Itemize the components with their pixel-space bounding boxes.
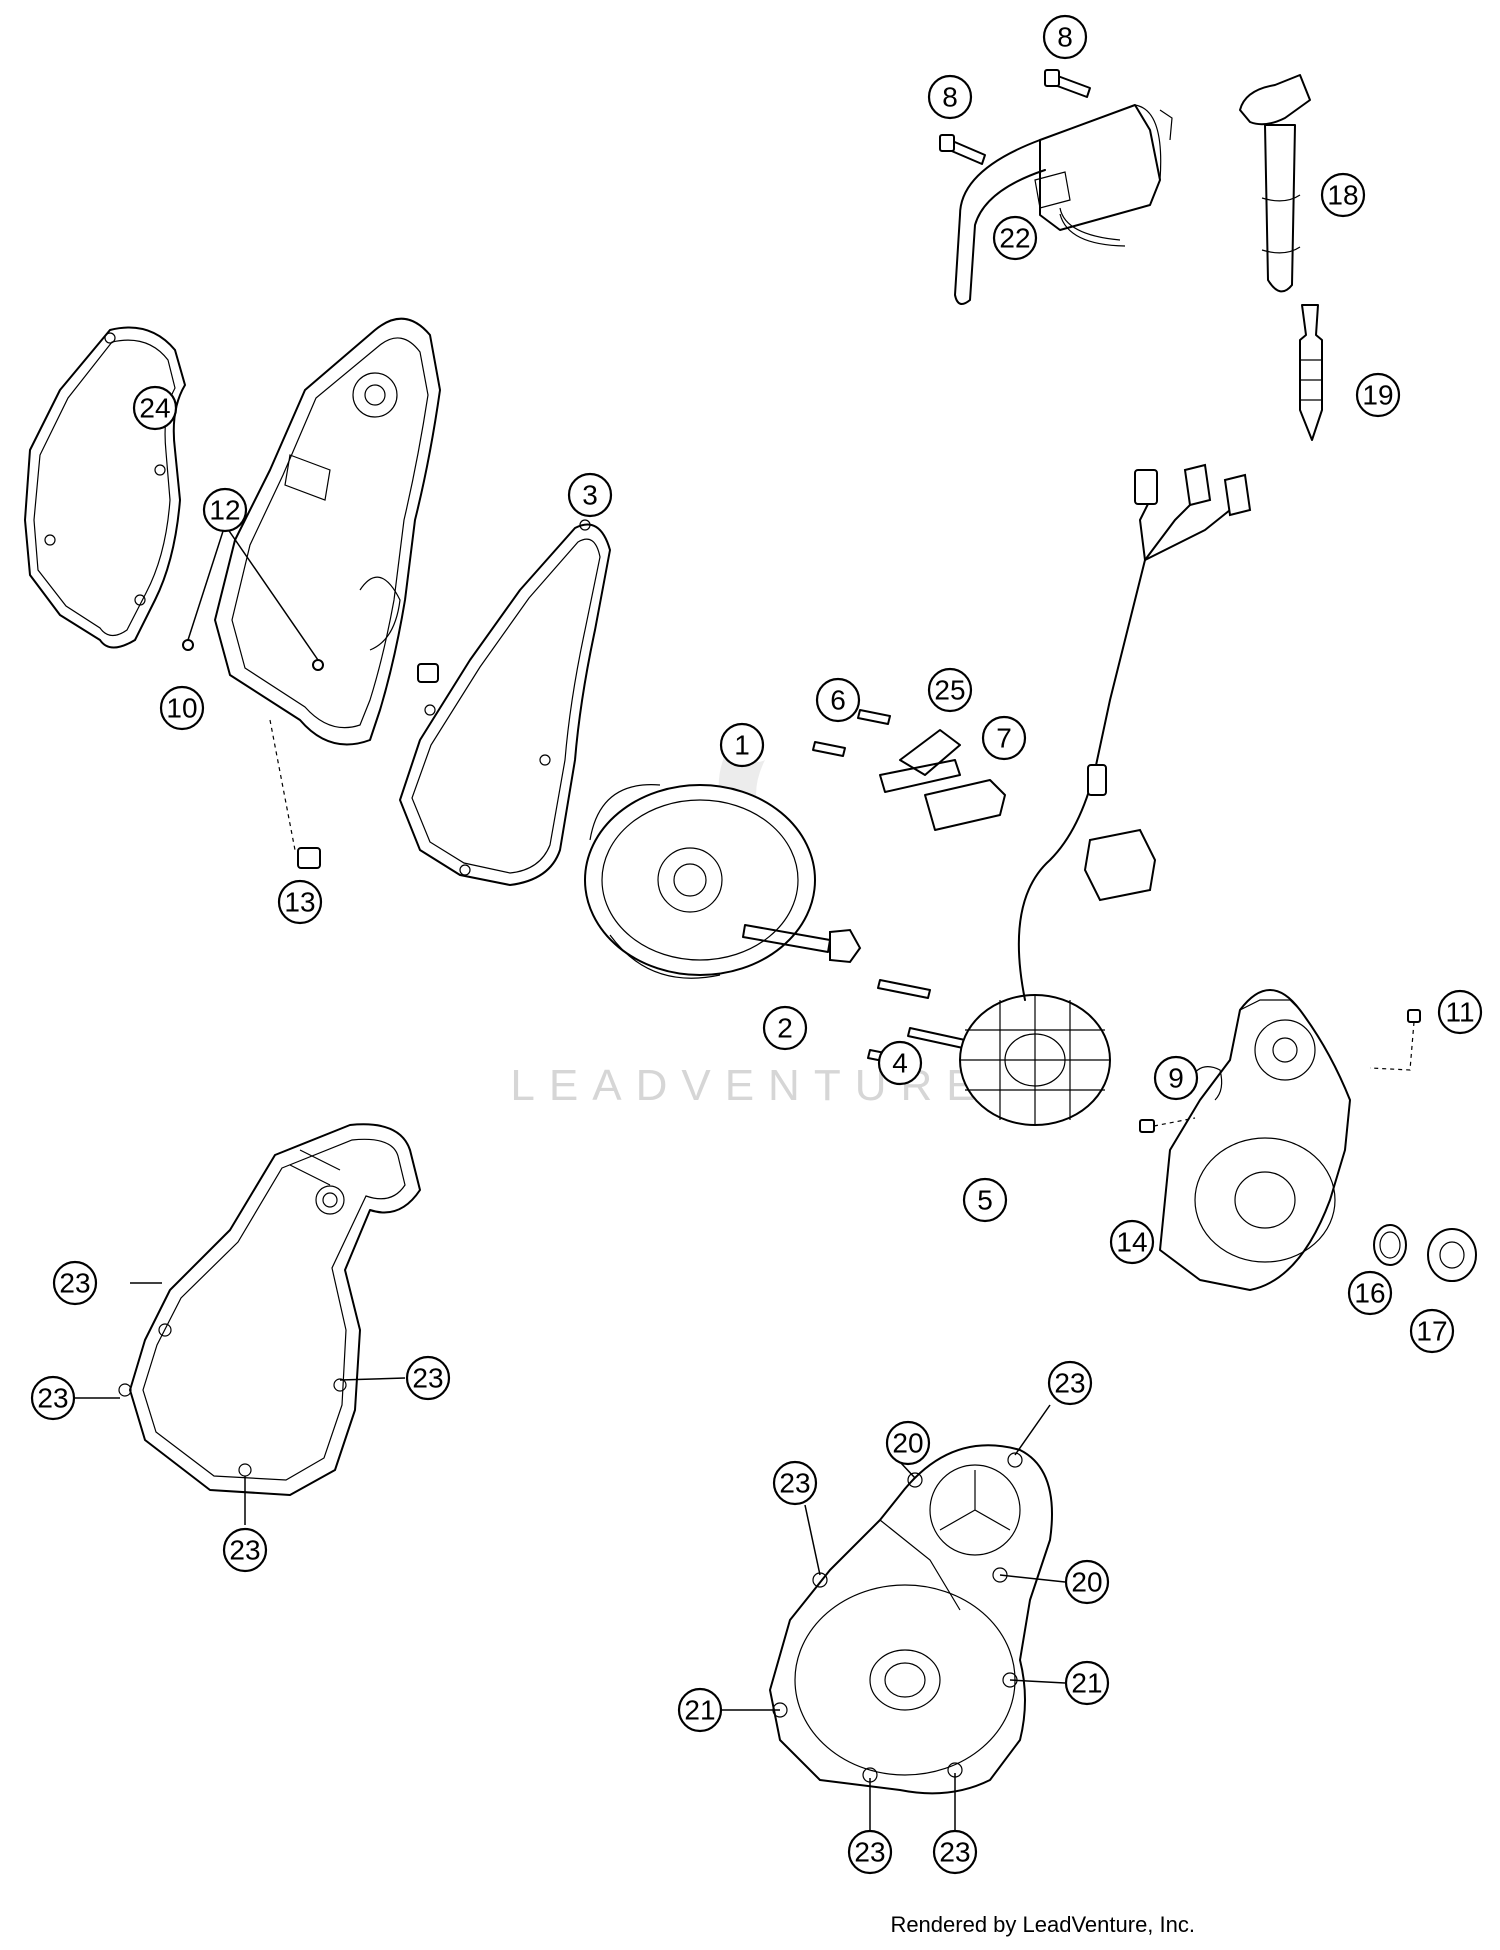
svg-text:24: 24 [139, 393, 170, 424]
callout-23-e: 23 [1047, 1360, 1093, 1406]
flywheel-bolt [742, 924, 862, 964]
gasket-24 [24, 326, 186, 649]
svg-text:25: 25 [934, 675, 965, 706]
svg-text:2: 2 [777, 1013, 793, 1044]
callout-13: 13 [277, 879, 323, 925]
svg-text:12: 12 [209, 495, 240, 526]
gasket-lower-left [118, 1123, 421, 1496]
callout-17: 17 [1409, 1308, 1455, 1354]
svg-text:6: 6 [830, 685, 846, 716]
callout-24: 24 [132, 385, 178, 431]
svg-text:4: 4 [892, 1048, 908, 1079]
credit-text: Rendered by LeadVenture, Inc. [890, 1912, 1195, 1937]
bolts-6 [812, 709, 891, 757]
callout-9: 9 [1153, 1055, 1199, 1101]
svg-text:16: 16 [1354, 1278, 1385, 1309]
coil-bolt-upper [1044, 69, 1091, 98]
gasket-3 [399, 519, 611, 886]
callout-10: 10 [159, 685, 205, 731]
svg-text:8: 8 [942, 82, 958, 113]
ignition-cover-outer [769, 1444, 1053, 1795]
callout-23-d: 23 [222, 1527, 268, 1573]
callout-7: 7 [981, 715, 1027, 761]
coil-bolt-lower [939, 134, 986, 165]
svg-text:19: 19 [1362, 380, 1393, 411]
svg-text:9: 9 [1168, 1063, 1184, 1094]
svg-text:5: 5 [977, 1185, 993, 1216]
callout-8-lower: 8 [927, 74, 973, 120]
screw-plug-17 [1427, 1228, 1477, 1282]
spark-plug [1299, 304, 1323, 441]
dowel-pin-13 [269, 719, 321, 869]
svg-text:21: 21 [1071, 1668, 1102, 1699]
spark-plug-connector [1239, 74, 1311, 293]
callout-1: 1 [719, 722, 765, 768]
svg-text:23: 23 [412, 1363, 443, 1394]
stator-harness [1017, 463, 1252, 1001]
svg-text:23: 23 [37, 1383, 68, 1414]
cable-clamp-7 [924, 779, 1006, 831]
svg-text:18: 18 [1327, 180, 1358, 211]
svg-text:22: 22 [999, 223, 1030, 254]
svg-text:8: 8 [1057, 22, 1073, 53]
callout-21-left: 21 [677, 1687, 723, 1733]
callout-12: 12 [202, 487, 248, 533]
callout-23-h: 23 [932, 1829, 978, 1875]
callout-25: 25 [927, 667, 973, 713]
callout-23-b: 23 [30, 1375, 76, 1421]
screw-11 [1369, 1009, 1421, 1071]
ignition-cover-inner [214, 317, 441, 746]
svg-text:23: 23 [1054, 1368, 1085, 1399]
ignition-coil [954, 104, 1173, 305]
svg-text:21: 21 [684, 1695, 715, 1726]
svg-text:20: 20 [892, 1428, 923, 1459]
svg-text:23: 23 [229, 1535, 260, 1566]
callout-21-right: 21 [1064, 1660, 1110, 1706]
leader-lines [75, 524, 1066, 1830]
callout-2: 2 [762, 1005, 808, 1051]
callout-6: 6 [815, 677, 861, 723]
callout-5: 5 [962, 1177, 1008, 1223]
svg-text:17: 17 [1416, 1316, 1447, 1347]
svg-text:14: 14 [1116, 1227, 1147, 1258]
svg-text:23: 23 [779, 1468, 810, 1499]
svg-text:23: 23 [939, 1837, 970, 1868]
callout-3: 3 [567, 472, 613, 518]
callout-20-upper: 20 [885, 1420, 931, 1466]
svg-text:1: 1 [734, 730, 750, 761]
bracket-25 [879, 729, 961, 793]
svg-text:11: 11 [1445, 997, 1474, 1028]
callout-8-upper: 8 [1042, 14, 1088, 60]
svg-text:20: 20 [1071, 1567, 1102, 1598]
flywheel [584, 784, 816, 979]
callout-11: 11 [1437, 989, 1483, 1035]
callout-20-lower: 20 [1064, 1559, 1110, 1605]
callout-22: 22 [992, 215, 1038, 261]
screw-9 [1139, 1117, 1196, 1133]
svg-text:10: 10 [166, 693, 197, 724]
callout-23-c: 23 [405, 1355, 451, 1401]
callout-18: 18 [1320, 172, 1366, 218]
stator [959, 994, 1111, 1126]
svg-text:23: 23 [59, 1268, 90, 1299]
callout-4: 4 [877, 1040, 923, 1086]
o-ring-16 [1373, 1224, 1407, 1266]
callout-23-g: 23 [847, 1829, 893, 1875]
callout-23-a: 23 [52, 1260, 98, 1306]
callout-23-f: 23 [772, 1460, 818, 1506]
svg-text:3: 3 [582, 480, 598, 511]
svg-text:13: 13 [284, 887, 315, 918]
callout-19: 19 [1355, 372, 1401, 418]
svg-text:7: 7 [996, 723, 1012, 754]
callout-16: 16 [1347, 1270, 1393, 1316]
callout-14: 14 [1109, 1219, 1155, 1265]
svg-text:23: 23 [854, 1837, 885, 1868]
ignition-cover [1159, 989, 1351, 1291]
